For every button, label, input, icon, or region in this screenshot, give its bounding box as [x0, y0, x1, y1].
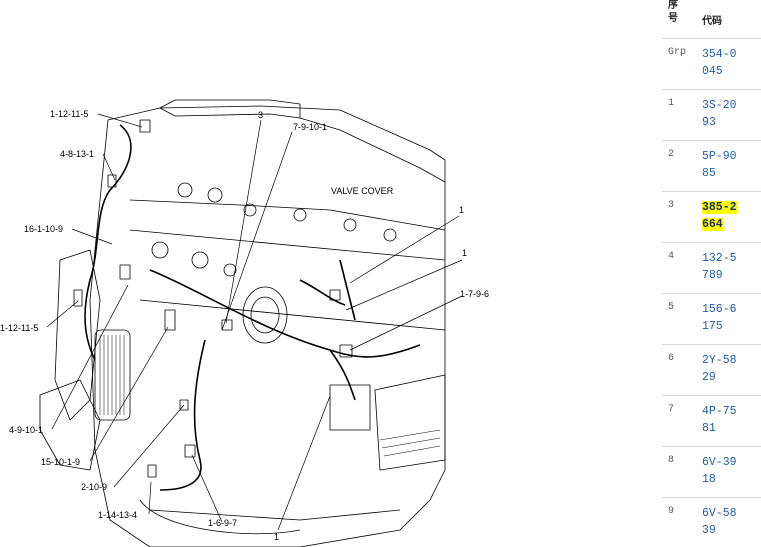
row-seq: 9: [668, 506, 675, 517]
part-number-link[interactable]: 3S-2093: [702, 99, 737, 129]
part-number-link[interactable]: 156-6175: [702, 303, 737, 333]
parts-row[interactable]: 9 6V-5839: [662, 498, 761, 547]
engine-illustration: VALVE COVER 1-12-11-5 4-8-13-1 16-1-10-9…: [0, 99, 489, 547]
callout-label[interactable]: 4-9-10-1: [9, 425, 43, 435]
part-number-link[interactable]: 6V-3918: [702, 456, 737, 486]
row-seq: 4: [668, 251, 675, 262]
callout-labels: 1-12-11-5 4-8-13-1 16-1-10-9 1-12-11-5 4…: [0, 109, 489, 542]
parts-row[interactable]: 4 132-5789: [662, 243, 761, 294]
part-number-link[interactable]: 385-2664: [702, 201, 737, 231]
callout-label[interactable]: 1-12-11-5: [50, 109, 88, 119]
callout-label[interactable]: 1-14-13-4: [98, 510, 137, 520]
row-seq: 6: [668, 353, 675, 364]
part-number-link[interactable]: 2Y-5829: [702, 354, 737, 384]
callout-label[interactable]: 1-12-11-5: [0, 323, 38, 333]
row-seq: 5: [668, 302, 675, 313]
part-number-link[interactable]: 6V-5839: [702, 507, 737, 537]
valve-cover-label: VALVE COVER: [331, 186, 394, 196]
parts-list-panel: 序号 代码 Grp 354-0045 1 3S-2093 2 5P-9085 3…: [662, 0, 761, 547]
row-seq: 1: [668, 98, 675, 109]
engine-harness-diagram: VALVE COVER 1-12-11-5 4-8-13-1 16-1-10-9…: [0, 99, 489, 547]
callout-label[interactable]: 1: [462, 248, 467, 258]
row-seq: 8: [668, 455, 675, 466]
parts-row[interactable]: 8 6V-3918: [662, 447, 761, 498]
part-number-link[interactable]: 4P-7581: [702, 405, 737, 435]
parts-list-rows: Grp 354-0045 1 3S-2093 2 5P-9085 3 385-2…: [662, 39, 761, 547]
parts-row[interactable]: 1 3S-2093: [662, 90, 761, 141]
parts-list-header: 序号 代码: [662, 0, 761, 39]
callout-label[interactable]: 1-7-9-6: [460, 289, 489, 299]
row-seq: 3: [668, 200, 675, 211]
row-seq: 7: [668, 404, 675, 415]
parts-row[interactable]: 2 5P-9085: [662, 141, 761, 192]
parts-row[interactable]: 6 2Y-5829: [662, 345, 761, 396]
parts-row[interactable]: 5 156-6175: [662, 294, 761, 345]
code-column-header: 代码: [702, 16, 722, 27]
part-number-link[interactable]: 132-5789: [702, 252, 737, 282]
row-seq: 2: [668, 149, 675, 160]
callout-label[interactable]: 2-10-9: [81, 482, 107, 492]
callout-label[interactable]: 7-9-10-1: [293, 122, 327, 132]
parts-row[interactable]: 7 4P-7581: [662, 396, 761, 447]
parts-row[interactable]: Grp 354-0045: [662, 39, 761, 90]
callout-label[interactable]: 1-6-9-7: [208, 518, 237, 528]
callout-label[interactable]: 1: [274, 532, 279, 542]
callout-label[interactable]: 16-1-10-9: [24, 224, 63, 234]
seq-column-header: 序号: [668, 0, 678, 24]
part-number-link[interactable]: 354-0045: [702, 48, 737, 78]
callout-label[interactable]: 3: [258, 110, 263, 120]
parts-row-highlighted[interactable]: 3 385-2664: [662, 192, 761, 243]
callout-label[interactable]: 15-10-1-9: [41, 457, 80, 467]
part-number-link[interactable]: 5P-9085: [702, 150, 737, 180]
callout-label[interactable]: 4-8-13-1: [60, 149, 94, 159]
row-seq: Grp: [668, 47, 687, 58]
callout-label[interactable]: 1: [459, 205, 464, 215]
